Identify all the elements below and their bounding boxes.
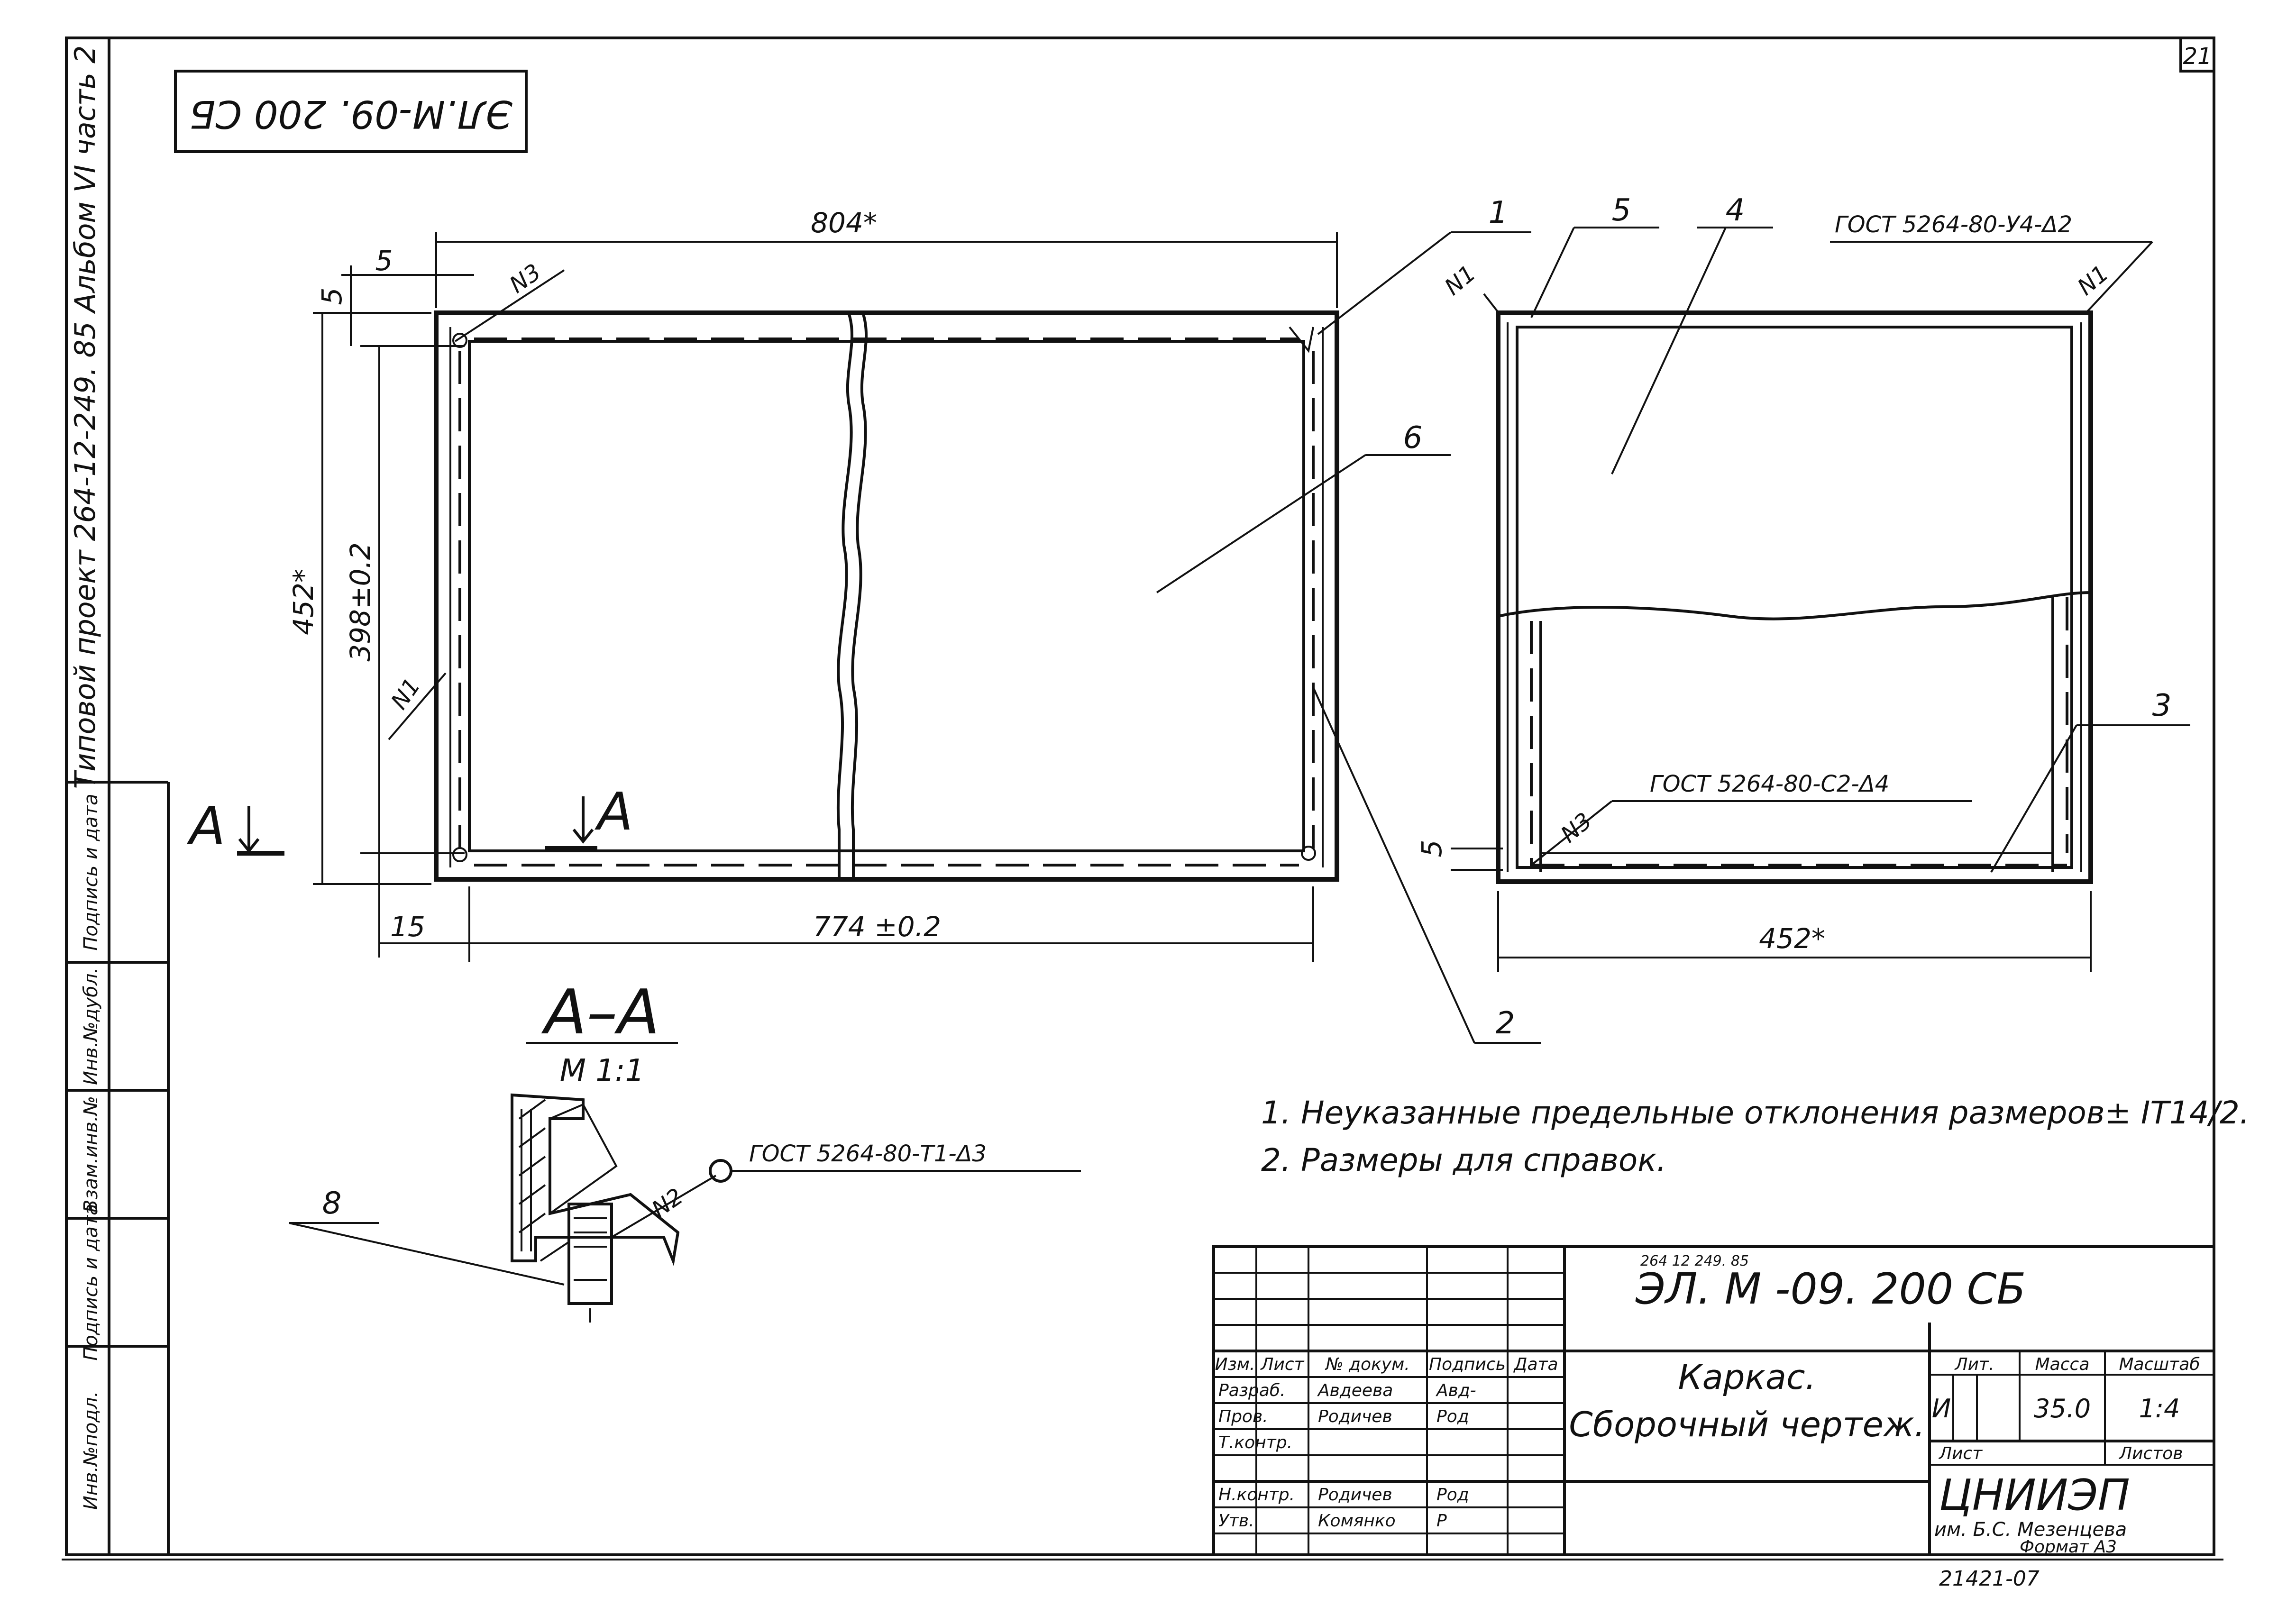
callout-1: 1 xyxy=(1489,195,1508,230)
tb-name-5: Комянко xyxy=(1318,1511,1396,1531)
tb-header-doc: № докум. xyxy=(1325,1355,1409,1374)
section-profile xyxy=(511,1093,680,1267)
tb-sign-5: Р xyxy=(1436,1511,1447,1531)
side-break-line xyxy=(1498,591,2091,620)
side-frame-outer xyxy=(1496,310,2093,884)
side-dim-small: 5 xyxy=(1416,840,1448,858)
callout-4: 4 xyxy=(1726,193,1745,228)
side-field-5: Подпись и дата xyxy=(80,794,102,950)
side-dim-width: 452* xyxy=(1759,922,1825,955)
sheet-number-box xyxy=(2179,36,2215,73)
section-title: А–А xyxy=(541,976,660,1048)
tb-header-date: Дата xyxy=(1513,1355,1558,1374)
side-field-3: Взам.инв.№ xyxy=(80,1096,102,1213)
bolt xyxy=(567,1203,613,1305)
dim-height-inner: 398±0.2 xyxy=(344,542,376,662)
tb-org: ЦНИИЭП xyxy=(1939,1470,2130,1520)
callout-2: 2 xyxy=(1496,1006,1515,1041)
title-block: Изм. Лист № докум. Подпись Дата Разраб. … xyxy=(1212,1245,2215,1591)
side-strip: Типовой проект 264-12-249. 85 Альбом VI … xyxy=(66,38,170,1555)
side-gost-bottom: ГОСТ 5264-80-С2-Δ4 xyxy=(1650,771,1889,797)
section-aa: А–А М 1:1 N2 ГОСТ 5264-80-Т1-Δ3 xyxy=(511,976,1081,1323)
tb-mass-value: 35.0 xyxy=(2034,1394,2091,1423)
tb-role-5: Утв. xyxy=(1218,1511,1254,1531)
tb-role-1: Пров. xyxy=(1218,1407,1268,1426)
sheet-number: 21 xyxy=(2183,43,2212,70)
side-weld-left: N1 xyxy=(1440,260,1481,301)
note-2: 2. Размеры для справок. xyxy=(1261,1142,1666,1178)
stamp-box xyxy=(174,70,528,153)
front-frame-outer xyxy=(434,310,1339,882)
tb-name-line1: Каркас. xyxy=(1678,1357,1816,1397)
tb-sign-4: Род xyxy=(1436,1485,1469,1505)
callout-8: 8 xyxy=(322,1186,342,1221)
side-weld-bottom: N3 xyxy=(1556,808,1597,848)
side-weld-right: N1 xyxy=(2073,260,2114,301)
side-field-2: Подпись и дата xyxy=(80,1204,102,1360)
dim-corner-v: 5 xyxy=(316,288,348,305)
tb-format: Формат А3 xyxy=(2020,1537,2117,1557)
callout-5: 5 xyxy=(1612,193,1631,228)
tb-role-4: Н.контр. xyxy=(1218,1485,1295,1505)
side-project-text: Типовой проект 264-12-249. 85 Альбом VI … xyxy=(69,46,102,789)
tb-role-0: Разраб. xyxy=(1218,1381,1285,1400)
tb-name-line2: Сборочный чертеж. xyxy=(1569,1405,1925,1444)
tb-header-list: Лист xyxy=(1260,1355,1304,1374)
tb-lit-value: И xyxy=(1932,1394,1951,1423)
section-marker-mid: А xyxy=(595,781,633,842)
tb-header-izm: Изм. xyxy=(1215,1355,1255,1374)
sheet-frame xyxy=(65,36,2215,1556)
side-field-4: Инв.№дубл. xyxy=(80,967,102,1085)
section-scale: М 1:1 xyxy=(560,1053,645,1088)
tb-name-1: Родичев xyxy=(1318,1407,1392,1426)
weld-top-label: N3 xyxy=(505,259,546,299)
dim-height-total: 452* xyxy=(287,569,320,635)
tb-sign-1: Род xyxy=(1436,1407,1469,1426)
section-gost: ГОСТ 5264-80-Т1-Δ3 xyxy=(749,1140,987,1167)
tb-designation: ЭЛ. М -09. 200 СБ xyxy=(1635,1264,2026,1314)
tb-header-sign: Подпись xyxy=(1429,1355,1506,1374)
callout-6: 6 xyxy=(1403,420,1423,456)
weld-side-label: N1 xyxy=(386,673,426,714)
tb-sheets-label: Листов xyxy=(2118,1444,2183,1463)
tb-designation-top: 264 12 249. 85 xyxy=(1640,1253,1749,1269)
callout-3: 3 xyxy=(2152,688,2172,723)
weld-callout-circle xyxy=(709,1159,732,1183)
dim-corner-h: 5 xyxy=(375,245,393,277)
front-view: 804* 452* 398±0.2 774 ±0.2 15 5 5 N3 N1 … xyxy=(187,207,1339,962)
stamp-code: ЭЛ.М-09. 200 СБ xyxy=(190,92,513,136)
dim-offset: 15 xyxy=(390,911,425,943)
section-marker-left: А xyxy=(187,795,225,856)
side-field-1: Инв.№подл. xyxy=(80,1391,102,1510)
tb-bottom-code: 21421-07 xyxy=(1939,1567,2040,1591)
tb-sign-0: Авд- xyxy=(1436,1381,1476,1400)
front-frame-inner xyxy=(468,340,1305,852)
dim-width-total: 804* xyxy=(811,207,877,239)
tb-role-2: Т.контр. xyxy=(1218,1433,1292,1452)
tb-name-4: Родичев xyxy=(1318,1485,1392,1505)
section-weld: N2 xyxy=(647,1183,688,1223)
side-gost-top: ГОСТ 5264-80-У4-Δ2 xyxy=(1835,211,2072,238)
note-1: 1. Неуказанные предельные отклонения раз… xyxy=(1261,1095,2250,1131)
tb-org-sub: им. Б.С. Мезенцева xyxy=(1934,1519,2127,1541)
side-view: 452* 5 N1 N1 ГОСТ 5264-80-У4-Δ2 N3 ГОСТ … xyxy=(1416,211,2153,972)
tb-scale-value: 1:4 xyxy=(2139,1394,2180,1423)
tb-lit-label: Лит. xyxy=(1954,1355,1994,1374)
callouts: 1 2 3 4 5 6 8 xyxy=(289,193,2190,1286)
tb-sheet-label: Лист xyxy=(1938,1444,1983,1463)
tb-name-0: Авдеева xyxy=(1317,1381,1393,1400)
tb-mass-label: Масса xyxy=(2035,1355,2090,1374)
break-line xyxy=(836,312,854,882)
dim-width-inner: 774 ±0.2 xyxy=(813,911,941,943)
tb-scale-label: Масштаб xyxy=(2119,1355,2200,1374)
